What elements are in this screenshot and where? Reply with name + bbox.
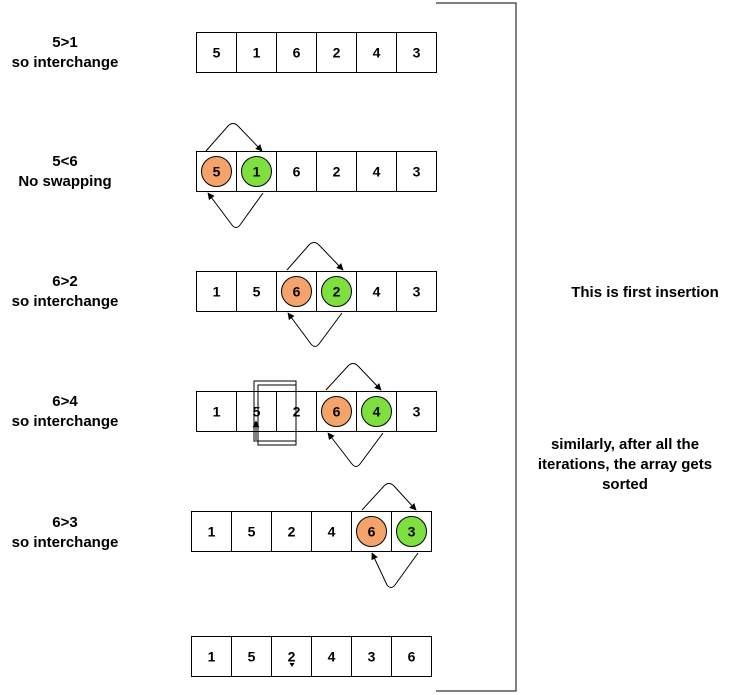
arrow-under-step-5	[371, 552, 419, 588]
array-value: 4	[373, 404, 381, 420]
step-4-condition: 6>4	[52, 393, 78, 410]
array-value: 5	[213, 164, 221, 180]
array-rows: 5 1 6 2 4 3 5 1 6 2 4 3 1 5 6 2 4 3 1 5 2 6 4 3 1 5 2 4 6 3 1 5 2 4 3 6	[191, 32, 437, 677]
array-value: 2	[288, 524, 296, 540]
tick-mark-final	[289, 662, 295, 667]
summary-note: similarly, after all the iterations, the…	[537, 436, 713, 493]
array-value: 4	[328, 649, 336, 665]
array-value: 5	[253, 404, 261, 420]
array-cell	[231, 511, 272, 552]
array-value: 5	[248, 649, 256, 665]
array-cell	[191, 511, 232, 552]
array-value: 6	[293, 284, 301, 300]
array-value: 4	[373, 284, 381, 300]
step-4-label: 6>4 so interchange	[0, 392, 155, 432]
array-value: 6	[293, 45, 301, 61]
compared-element-circle	[321, 396, 352, 427]
array-value: 1	[208, 649, 216, 665]
array-value: 1	[213, 404, 221, 420]
key-element-circle	[396, 516, 427, 547]
arrow-over-step-5	[361, 483, 417, 511]
array-value: 1	[213, 284, 221, 300]
array-cell	[311, 636, 352, 677]
array-cell	[196, 271, 237, 312]
array-cell	[351, 636, 392, 677]
array-cell	[316, 32, 357, 73]
step-1-action: so interchange	[11, 54, 119, 71]
highlight-box-step-4	[253, 380, 297, 446]
array-value: 5	[253, 284, 261, 300]
step-5-label: 6>3 so interchange	[0, 513, 155, 553]
compared-element-circle	[201, 156, 232, 187]
array-cell	[396, 391, 437, 432]
array-cell	[271, 511, 312, 552]
array-cell	[196, 32, 237, 73]
array-value: 3	[413, 404, 421, 420]
array-cell	[276, 32, 317, 73]
arrow-under-step-2	[207, 192, 264, 228]
array-cell	[356, 271, 397, 312]
step-5-condition: 6>3	[52, 514, 78, 531]
step-1-label: 5>1 so interchange	[0, 33, 155, 73]
step-3-action: so interchange	[11, 293, 119, 310]
array-cell	[396, 32, 437, 73]
array-value: 3	[413, 164, 421, 180]
array-value: 3	[413, 284, 421, 300]
array-value: 2	[333, 284, 341, 300]
array-value: 3	[413, 45, 421, 61]
compared-element-circle	[281, 276, 312, 307]
arrow-over-step-3	[286, 242, 344, 271]
array-cell	[311, 511, 352, 552]
array-value: 6	[368, 524, 376, 540]
array-value: 2	[333, 45, 341, 61]
arrow-over-step-4	[325, 363, 382, 391]
array-value: 2	[333, 164, 341, 180]
right-bracket	[436, 2, 517, 692]
step-2-action: No swapping	[18, 173, 112, 190]
array-cell	[276, 151, 317, 192]
key-element-circle	[241, 156, 272, 187]
array-cell	[356, 151, 397, 192]
array-cell	[236, 271, 277, 312]
array-value: 5	[248, 524, 256, 540]
array-value: 1	[253, 45, 261, 61]
array-cell	[396, 151, 437, 192]
step-4-action: so interchange	[11, 413, 119, 430]
array-cell	[236, 32, 277, 73]
array-cell	[196, 391, 237, 432]
array-value: 2	[288, 649, 296, 665]
array-cell	[396, 271, 437, 312]
array-value: 6	[408, 649, 416, 665]
step-2-label: 5<6 No swapping	[0, 152, 155, 192]
array-cell	[356, 32, 397, 73]
array-value: 3	[368, 649, 376, 665]
step-5-action: so interchange	[11, 534, 119, 551]
step-2-condition: 5<6	[52, 153, 78, 170]
arrow-under-step-4	[327, 432, 384, 467]
array-cell	[391, 636, 432, 677]
array-cell	[191, 636, 232, 677]
key-element-circle	[321, 276, 352, 307]
step-1-condition: 5>1	[52, 34, 78, 51]
key-element-circle	[361, 396, 392, 427]
step-3-label: 6>2 so interchange	[0, 272, 155, 312]
arrow-under-step-3	[287, 312, 343, 347]
array-value: 4	[328, 524, 336, 540]
first-insertion-note: This is first insertion	[571, 284, 719, 301]
array-value: 4	[373, 164, 381, 180]
array-value: 3	[408, 524, 416, 540]
arrow-over-step-2	[205, 123, 263, 152]
array-value: 2	[293, 404, 301, 420]
swap-arrows	[205, 123, 419, 588]
array-value: 1	[208, 524, 216, 540]
compared-element-circle	[356, 516, 387, 547]
array-value: 6	[333, 404, 341, 420]
array-value: 6	[293, 164, 301, 180]
array-value: 1	[253, 164, 261, 180]
array-value: 4	[373, 45, 381, 61]
array-value: 5	[213, 45, 221, 61]
array-cell	[316, 151, 357, 192]
step-3-condition: 6>2	[52, 273, 78, 290]
